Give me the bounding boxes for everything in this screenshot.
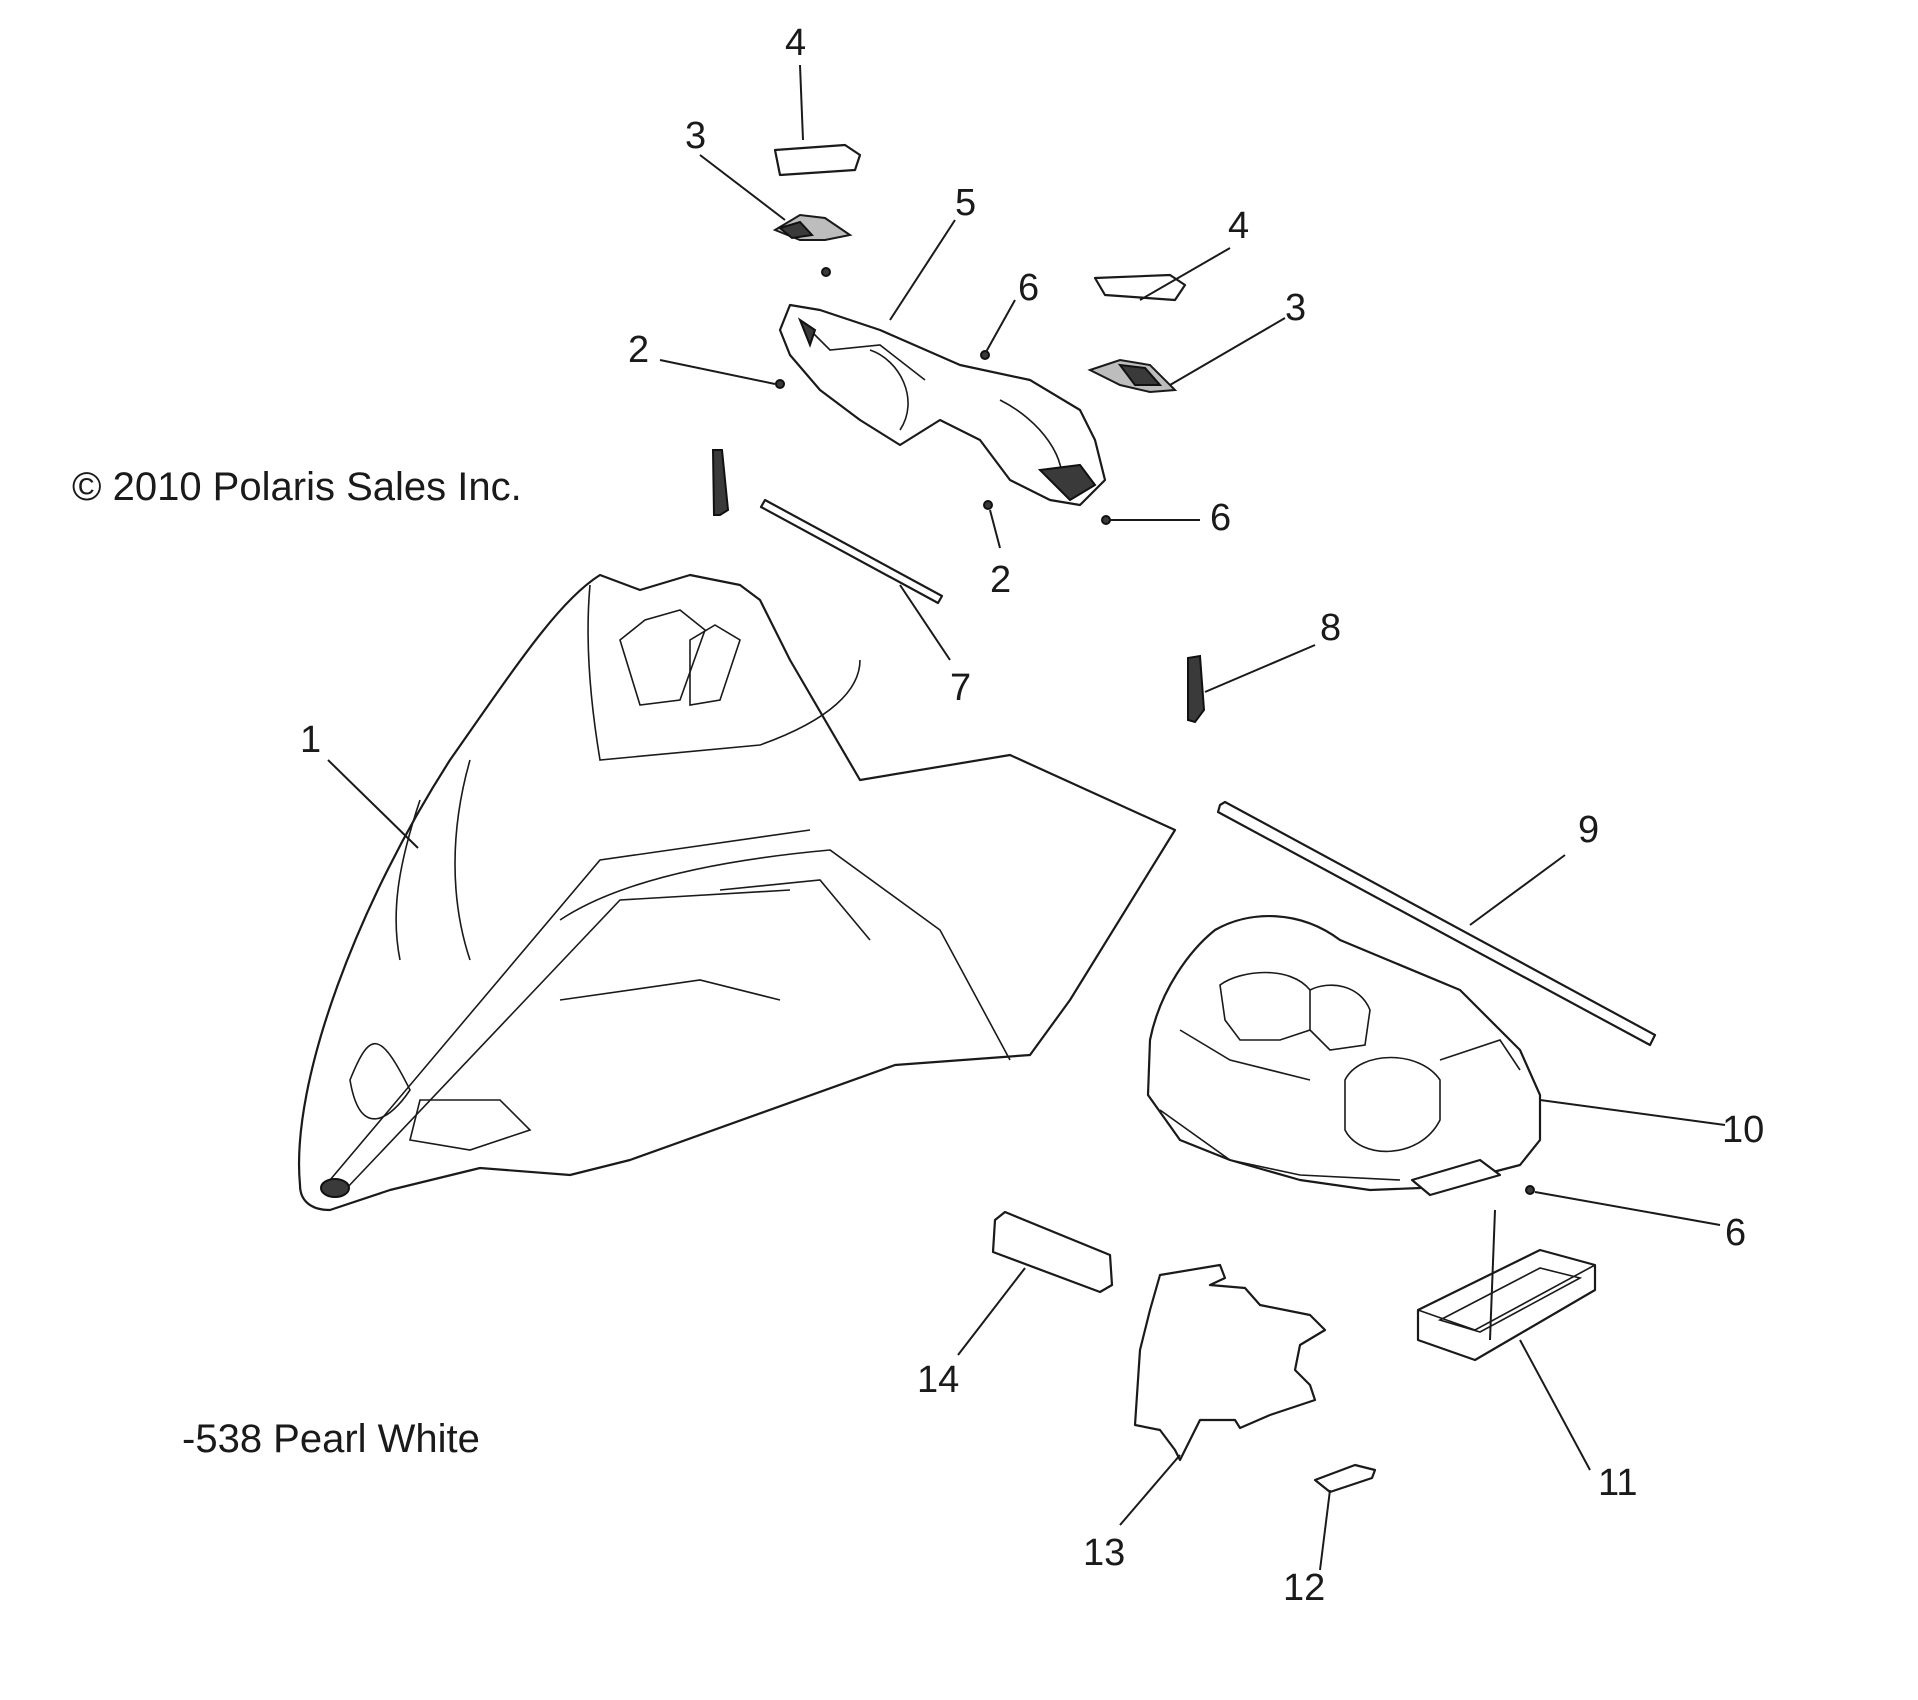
callout-2b: 2 — [990, 559, 1011, 601]
copyright-text: © 2010 Polaris Sales Inc. — [72, 465, 522, 509]
part-airbox — [1146, 915, 1542, 1197]
part-pad-right — [1093, 273, 1187, 302]
callout-9: 9 — [1578, 809, 1599, 851]
callout-8: 8 — [1320, 607, 1341, 649]
callout-13: 13 — [1083, 1532, 1125, 1574]
part-bracket-left — [772, 213, 853, 241]
callout-3a: 3 — [685, 115, 706, 157]
callout-6b: 6 — [1210, 497, 1231, 539]
part-duct — [1416, 1248, 1597, 1362]
part-strip-9 — [1216, 800, 1657, 1047]
callout-12: 12 — [1283, 1567, 1325, 1609]
part-strip-7 — [759, 498, 944, 605]
fastener-6a — [980, 350, 990, 360]
fastener-2a — [775, 379, 785, 389]
part-piece-12 — [1313, 1463, 1377, 1494]
callout-5: 5 — [955, 182, 976, 224]
callout-7: 7 — [950, 667, 971, 709]
fastener-2b — [983, 500, 993, 510]
part-pad-14 — [991, 1210, 1114, 1294]
callout-1: 1 — [300, 719, 321, 761]
part-clip-8 — [1187, 654, 1206, 724]
callout-14: 14 — [917, 1359, 959, 1401]
part-console — [778, 303, 1107, 507]
leader-lines — [327, 64, 1726, 1571]
part-clip-7 — [711, 449, 730, 516]
fastener-6b — [1101, 515, 1111, 525]
part-hood — [298, 573, 1177, 1212]
fastener-top — [821, 267, 831, 277]
callout-4a: 4 — [785, 22, 806, 64]
color-note: -538 Pearl White — [182, 1417, 480, 1461]
callout-3b: 3 — [1285, 287, 1306, 329]
callout-11: 11 — [1598, 1462, 1637, 1504]
fastener-6c — [1525, 1185, 1535, 1195]
callout-6c: 6 — [1725, 1212, 1746, 1254]
part-pad-left — [773, 143, 862, 177]
part-heat-shield — [1133, 1263, 1327, 1462]
part-bracket-right — [1087, 358, 1178, 394]
callout-10: 10 — [1722, 1109, 1764, 1151]
callout-2a: 2 — [628, 329, 649, 371]
callout-6a: 6 — [1018, 267, 1039, 309]
callout-4b: 4 — [1228, 205, 1249, 247]
